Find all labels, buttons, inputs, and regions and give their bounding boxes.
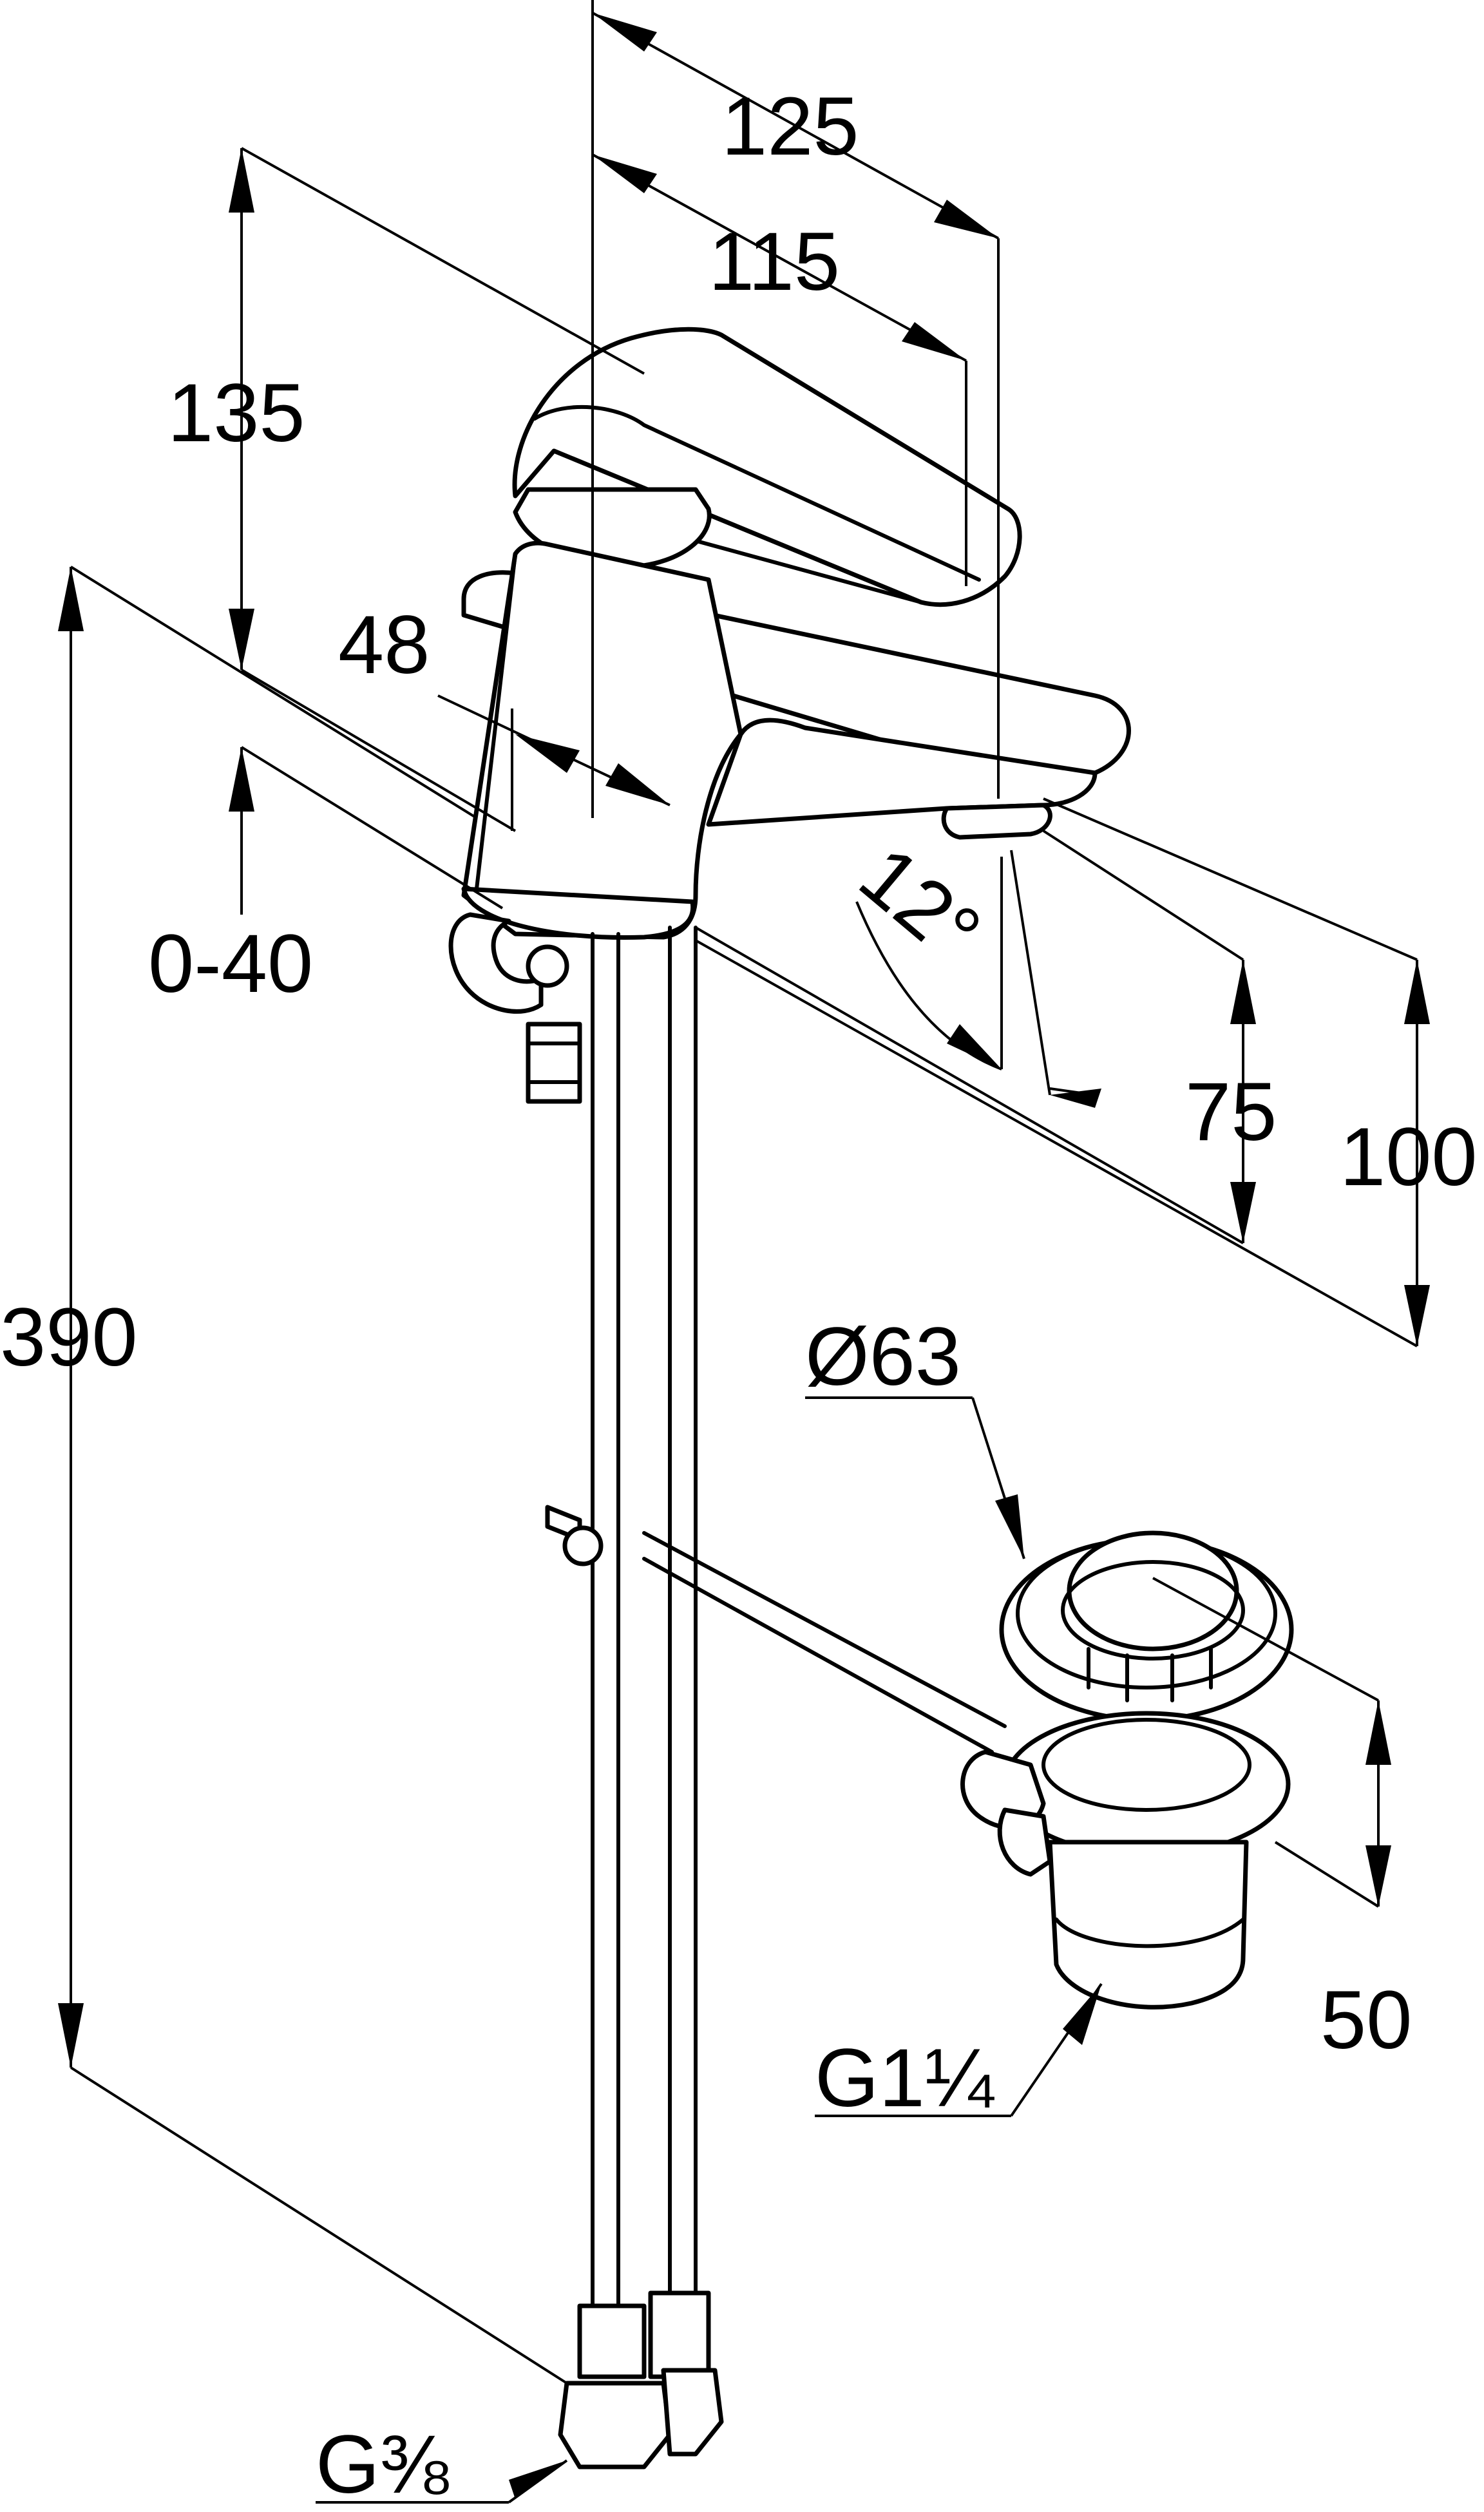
faucet-lever <box>512 327 1022 607</box>
dim-115: 115 <box>709 216 840 308</box>
dim-100: 100 <box>1340 1111 1478 1203</box>
dimension-labels: 125 115 135 48 0-40 390 75 100 12° Ø63 5… <box>0 81 1478 2511</box>
dim-125: 125 <box>721 81 859 173</box>
faucet <box>461 327 1131 940</box>
dim-135: 135 <box>167 367 305 459</box>
faucet-base <box>461 886 696 940</box>
dim-g1-1-4: G1¼ <box>815 2032 995 2124</box>
dim-diameter-63: Ø63 <box>805 1311 961 1403</box>
hose-nut-right <box>648 2290 711 2379</box>
dim-angle-12: 12° <box>842 829 997 980</box>
dim-48: 48 <box>338 599 430 691</box>
waste-drain <box>960 1530 1294 2010</box>
flex-hoses <box>558 926 724 2469</box>
dim-g3-8: G⅜ <box>316 2419 450 2511</box>
waste-tail <box>1047 1840 1249 2010</box>
dimension-lines <box>58 0 1430 2504</box>
pull-rod <box>545 1505 1007 1754</box>
faucet-aerator <box>941 803 1052 840</box>
dim-75: 75 <box>1185 1066 1277 1158</box>
dim-390: 390 <box>0 1291 138 1384</box>
pop-up-rod-clip <box>448 912 582 1104</box>
dim-0-40: 0-40 <box>148 918 313 1010</box>
waste-cap <box>1067 1530 1239 1651</box>
dim-50: 50 <box>1320 1974 1412 2066</box>
hose-nut-left <box>577 2303 647 2379</box>
